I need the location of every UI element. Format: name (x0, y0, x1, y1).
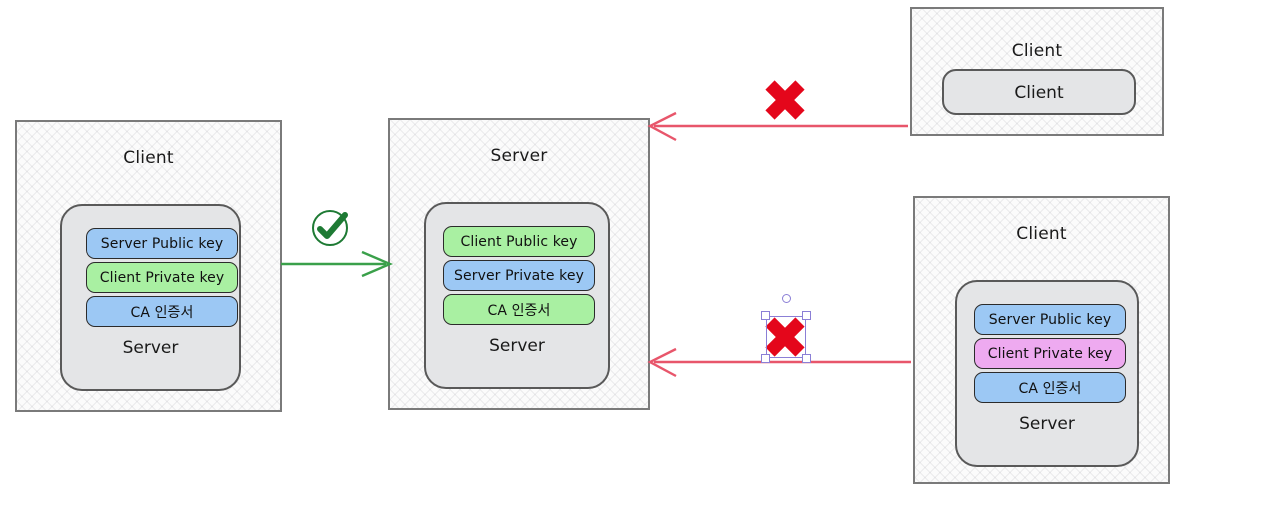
panel-left-client[interactable]: Server Public key Client Private key CA … (60, 204, 241, 391)
selection-handle-sw[interactable] (761, 354, 770, 363)
chip-label: Client Private key (987, 345, 1113, 362)
chip-ca-certificate-left[interactable]: CA 인증서 (86, 296, 238, 327)
chip-client-private-key-bottom-right[interactable]: Client Private key (974, 338, 1126, 369)
zone-top-right-client[interactable]: Client Client (910, 7, 1164, 136)
zone-bottom-right-client[interactable]: Client Server Public key Client Private … (913, 196, 1170, 484)
chip-server-public-key-left[interactable]: Server Public key (86, 228, 238, 259)
chip-client-private-key-left[interactable]: Client Private key (86, 262, 238, 293)
x-cross-icon-top[interactable] (765, 80, 805, 120)
chip-label: Server Public key (100, 235, 224, 252)
chip-label: Server Private key (454, 267, 584, 284)
selection-handle-ne[interactable] (802, 311, 811, 320)
chip-label: CA 인증서 (130, 304, 194, 321)
chip-ca-certificate-center[interactable]: CA 인증서 (443, 294, 595, 325)
zone-title-bottom-right-client: Client (1016, 224, 1067, 244)
chip-client-public-key-center[interactable]: Client Public key (443, 226, 595, 257)
zone-center-server[interactable]: Server Client Public key Server Private … (388, 118, 650, 410)
panel-bottom-right-client[interactable]: Server Public key Client Private key CA … (955, 280, 1139, 467)
zone-left-client[interactable]: Client Server Public key Client Private … (15, 120, 282, 412)
selection-handle-nw[interactable] (761, 311, 770, 320)
panel-top-right-client[interactable]: Client (942, 69, 1136, 115)
selection-handle-se[interactable] (802, 354, 811, 363)
panel-footer-center-server: Server (489, 336, 545, 356)
selection-rotate-handle[interactable] (782, 294, 791, 303)
chip-label: Client Private key (99, 269, 225, 286)
chip-server-private-key-center[interactable]: Server Private key (443, 260, 595, 291)
panel-center-server[interactable]: Client Public key Server Private key CA … (424, 202, 610, 389)
selection-outline (766, 316, 806, 358)
zone-title-center-server: Server (490, 146, 548, 166)
chip-label: CA 인증서 (487, 302, 551, 319)
connector-top-right-to-center[interactable] (647, 111, 908, 142)
zone-title-top-right-client: Client (1011, 41, 1063, 61)
connector-left-to-center[interactable] (281, 250, 394, 278)
zone-title-left-client: Client (123, 148, 174, 168)
panel-label-top-right-client: Client (1014, 83, 1064, 103)
chip-server-public-key-bottom-right[interactable]: Server Public key (974, 304, 1126, 335)
chip-ca-certificate-bottom-right[interactable]: CA 인증서 (974, 372, 1126, 403)
panel-footer-bottom-right-client: Server (1019, 414, 1075, 434)
selection-frame[interactable] (761, 294, 811, 363)
chip-label: Server Public key (988, 311, 1112, 328)
panel-footer-left-client: Server (122, 338, 179, 358)
circled-check-icon[interactable] (312, 210, 348, 246)
chip-label: Client Public key (460, 233, 578, 250)
chip-label: CA 인증서 (1018, 380, 1082, 397)
